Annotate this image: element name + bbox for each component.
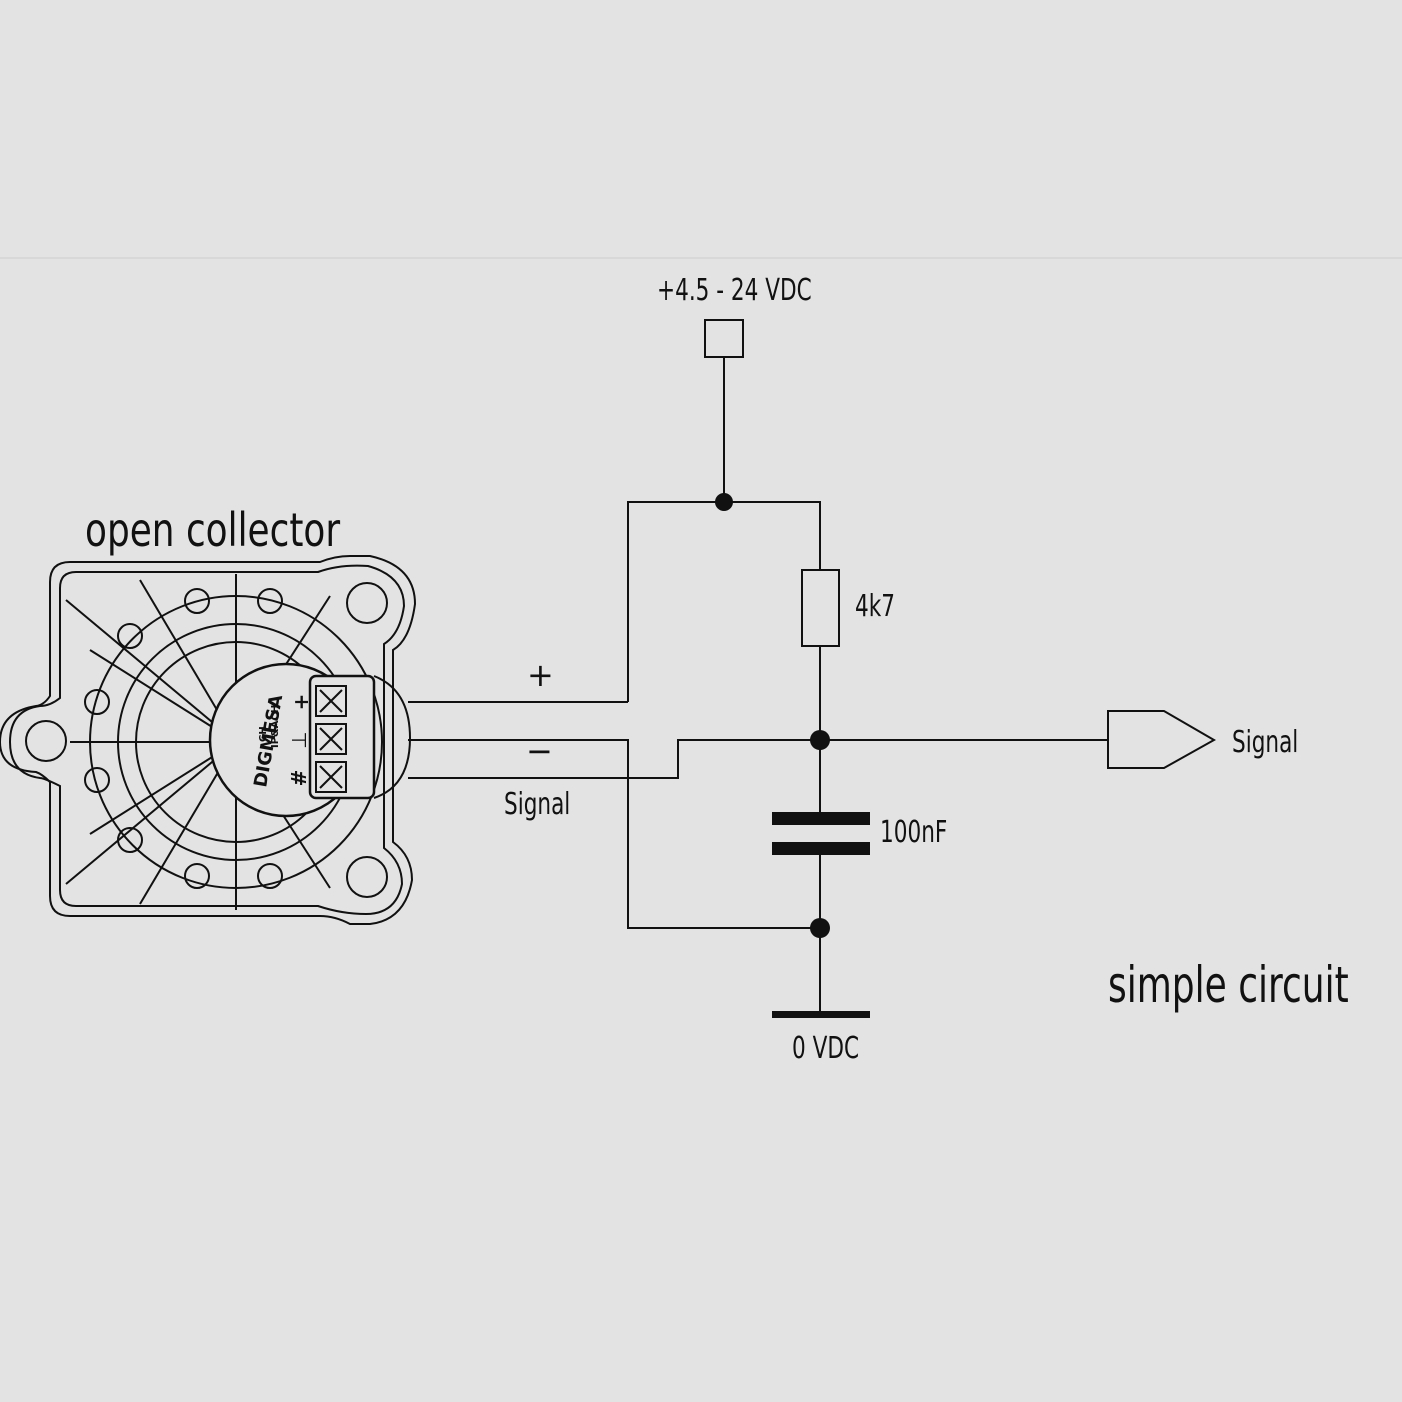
- supply-label: +4.5 - 24 VDC: [657, 274, 812, 308]
- terminal-mark-signal: #: [287, 770, 311, 787]
- resistor-label: 4k7: [855, 590, 895, 624]
- sensor-plus-label: +: [527, 656, 554, 694]
- capacitor-label: 100nF: [880, 816, 947, 850]
- title-open-collector: open collector: [85, 504, 340, 558]
- junction-supply: [715, 493, 733, 511]
- output-connector: [1107, 710, 1217, 769]
- resistor: [801, 569, 840, 647]
- terminal-mark-plus: +: [289, 694, 313, 711]
- title-simple-circuit: simple circuit: [1108, 957, 1349, 1014]
- supply-terminal: [704, 319, 744, 358]
- output-signal-label: Signal: [1232, 726, 1298, 760]
- sensor-signal-wire: [408, 739, 820, 779]
- junction-ground: [810, 918, 830, 938]
- terminal-mark-ground: ⊥: [287, 731, 311, 748]
- ground-label: 0 VDC: [792, 1032, 859, 1066]
- sensor-housing: DIGMESA CH IP&ACH + ⊥ #: [0, 555, 417, 925]
- capacitor: [772, 812, 870, 855]
- terminal-screws: [315, 685, 347, 793]
- ground-bar: [772, 1011, 870, 1018]
- supply-rail: [627, 501, 821, 702]
- junction-signal: [810, 730, 830, 750]
- sensor-ground-wire: [408, 739, 820, 929]
- brand-sub1: CH: [258, 726, 269, 742]
- sensor-signal-label: Signal: [504, 788, 570, 822]
- terminal-block: [308, 674, 376, 800]
- brand-sub2: IP&ACH: [270, 705, 281, 748]
- sensor-minus-label: −: [526, 732, 553, 770]
